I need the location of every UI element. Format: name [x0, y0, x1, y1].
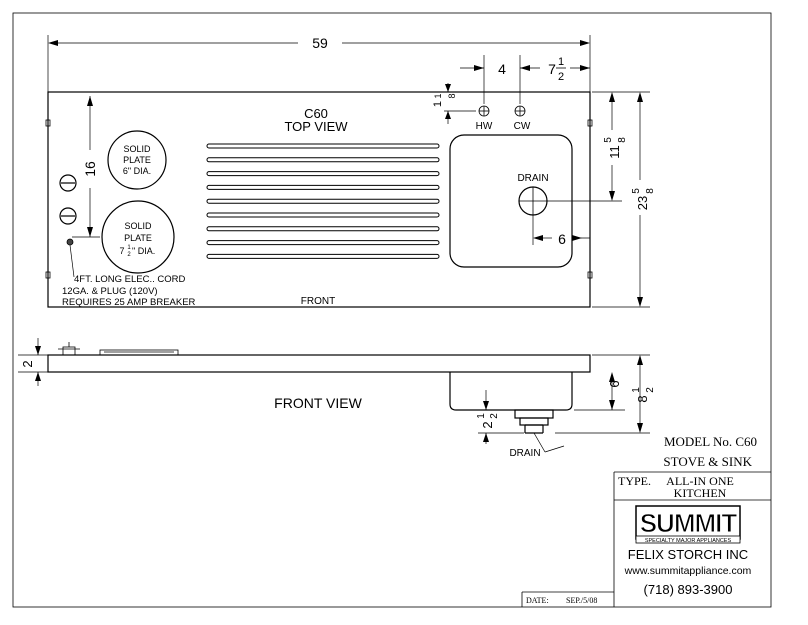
front-view-title: FRONT VIEW [274, 395, 362, 411]
type-label: TYPE. [618, 474, 651, 488]
drain-height-num: 1 [476, 413, 487, 419]
drainboard-groove [206, 198, 440, 204]
summit-logo: SUMMIT SPECIALTY MAJOR APPLIANCES [635, 505, 741, 544]
drainboard-groove [206, 253, 440, 259]
solid-plate-large-line2: PLATE [124, 233, 152, 243]
sheet-border [12, 12, 772, 608]
indicator-light [66, 238, 74, 246]
logo-tagline: SPECIALTY MAJOR APPLIANCES [645, 538, 732, 544]
solid-plate-small-line3: 6" DIA. [123, 166, 151, 176]
solid-plate-small [107, 130, 167, 190]
sink-inset-den: 8 [617, 137, 628, 143]
drainboard-groove [206, 226, 440, 232]
cw-offset-whole: 7 [548, 61, 556, 77]
cw-offset-den: 2 [558, 71, 564, 83]
overall-height-den: 2 [645, 387, 656, 393]
cw-label: CW [514, 121, 531, 132]
front-sink-bowl [449, 372, 573, 411]
drain-label-front: DRAIN [509, 448, 540, 459]
date-value: SEP./5/08 [566, 596, 597, 605]
solid-plate-large-line3-num: 1 [127, 245, 131, 251]
sink-inset-whole: 11 [607, 145, 622, 159]
front-knob [58, 342, 80, 356]
overall-depth-num: 5 [631, 188, 642, 194]
hw-offset-dimension: 4 [498, 61, 506, 77]
front-view: FRONT VIEW 2 6 8 1 2 2 1 2 DRAIN [18, 338, 656, 459]
faucet-depth-num: 1 [433, 93, 443, 98]
overall-depth-den: 8 [645, 188, 656, 194]
cw-faucet-symbol [514, 105, 526, 117]
cord-note-line3: REQUIRES 25 AMP BREAKER [62, 297, 196, 308]
solid-plate-large-line3-den: 2 [127, 252, 131, 258]
countertop-outline [47, 91, 591, 308]
drainboard-groove [206, 212, 440, 218]
front-label: FRONT [301, 296, 335, 307]
company-website: www.summitappliance.com [624, 565, 752, 577]
drainboard-groove [206, 157, 440, 163]
type-value-line1: ALL-IN ONE [666, 474, 734, 488]
drainboard-groove [206, 143, 440, 149]
model-number: MODEL No. C60 [664, 434, 757, 449]
cw-offset-num: 1 [558, 56, 564, 68]
drain-label-top: DRAIN [517, 173, 548, 184]
drain-offset-dimension: 6 [558, 231, 566, 247]
type-value-line2: KITCHEN [674, 486, 727, 500]
cord-note-line1: 4FT. LONG ELEC.. CORD [74, 274, 186, 285]
faucet-depth-whole: 1 [432, 101, 444, 107]
cord-note-line2: 12GA. & PLUG (120V) [62, 286, 158, 297]
model-description: STOVE & SINK [663, 454, 752, 469]
top-view-title: TOP VIEW [284, 119, 348, 134]
overall-height-num: 1 [631, 387, 642, 393]
edge-clips [45, 119, 593, 279]
drain-height-whole: 2 [480, 421, 495, 428]
faucet-depth-den: 8 [447, 93, 457, 98]
front-drain-fitting [514, 409, 554, 434]
burner-spacing-dimension: 16 [82, 161, 98, 177]
solid-plate-large [101, 200, 175, 274]
drainboard-groove [206, 171, 440, 177]
drainboard-groove [206, 184, 440, 190]
control-knob-upper [59, 174, 77, 192]
hw-label: HW [476, 121, 493, 132]
solid-plate-large-line3-whole: 7 [119, 246, 124, 256]
front-countertop [47, 354, 591, 373]
top-thickness-dimension: 2 [20, 360, 35, 367]
date-label: DATE: [526, 596, 549, 605]
overall-depth-whole: 23 [635, 196, 650, 210]
top-view-model: C60 [304, 106, 328, 121]
company-name: FELIX STORCH INC [628, 547, 748, 562]
top-view: C60 TOP VIEW 59 4 7 1 2 1 1 8 [45, 35, 656, 308]
title-block: MODEL No. C60 STOVE & SINK TYPE. ALL-IN … [521, 434, 771, 607]
drainboard-groove [206, 240, 440, 246]
solid-plate-small-line1: SOLID [123, 144, 151, 154]
solid-plate-large-line3-rest: " DIA. [132, 246, 155, 256]
logo-text: SUMMIT [640, 508, 738, 538]
company-phone: (718) 893-3900 [644, 582, 733, 597]
front-plate-profile [99, 349, 179, 356]
sink-inset-num: 5 [603, 137, 614, 143]
solid-plate-small-line2: PLATE [123, 155, 151, 165]
control-knob-lower [59, 207, 77, 225]
drain-height-den: 2 [489, 413, 500, 419]
sink-depth-dimension: 6 [607, 380, 622, 387]
hw-faucet-symbol [478, 105, 490, 117]
solid-plate-large-line1: SOLID [124, 221, 152, 231]
overall-height-whole: 8 [635, 395, 650, 402]
overall-width-dimension: 59 [312, 35, 328, 51]
drainboard-grooves [206, 143, 440, 259]
